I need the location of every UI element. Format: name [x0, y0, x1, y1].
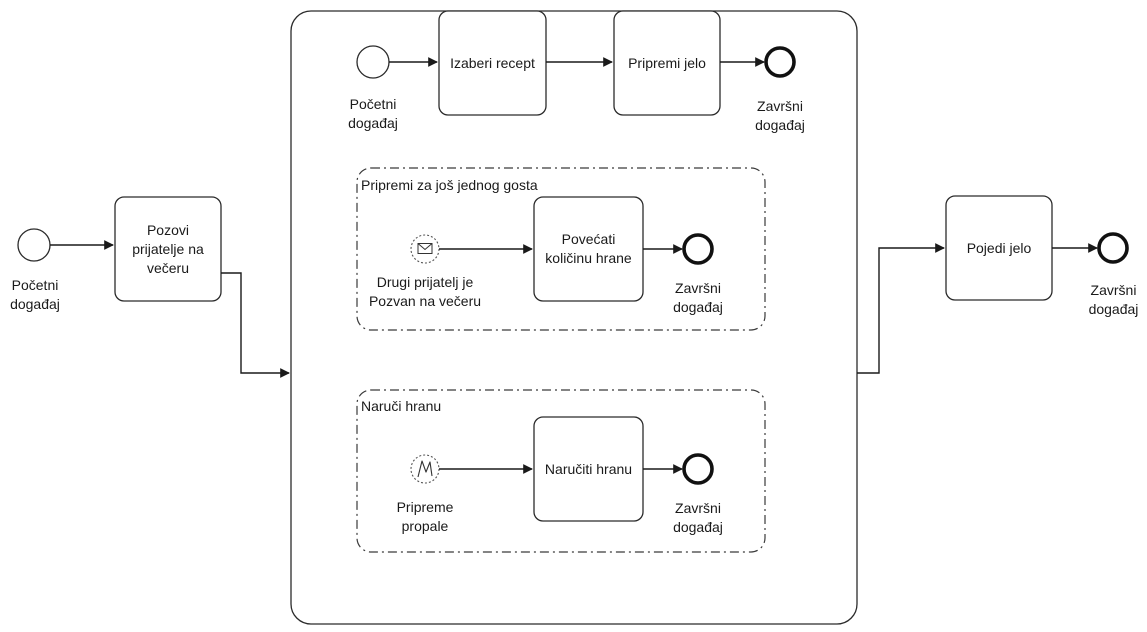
event-subprocess-order[interactable] [356, 389, 766, 553]
task-eat-meal-label: Pojedi jelo [966, 239, 1032, 256]
guest-end-event[interactable] [682, 233, 714, 265]
task-order-food-label: Naručiti hranu [544, 460, 633, 477]
event-subprocess-guest-title: Pripremi za još jednog gosta [361, 177, 538, 193]
order-end-event-label: Završni događaj [673, 500, 723, 535]
subprocess-end-event-label: Završni događaj [755, 98, 805, 133]
guest-end-event-label: Završni događaj [673, 280, 723, 315]
task-prepare-meal[interactable] [613, 10, 721, 116]
task-increase-food-label: Povećati količinu hrane [545, 231, 632, 266]
task-invite-friends-label: Pozovi prijatelje na večeru [132, 221, 204, 276]
main-end-event[interactable] [1097, 232, 1129, 264]
order-end-event[interactable] [682, 453, 714, 485]
subprocess-end-event[interactable] [764, 46, 796, 78]
task-invite-friends[interactable] [114, 196, 222, 302]
error-start-event-label: Pripreme propale [396, 499, 454, 534]
main-end-event-label: Završni događaj [1088, 282, 1139, 317]
task-choose-recipe-label: Izaberi recept [450, 54, 535, 71]
event-subprocess-order-title: Naruči hranu [361, 398, 442, 414]
task-prepare-meal-label: Pripremi jelo [628, 54, 706, 71]
flow-subprocess-to-eat [857, 243, 945, 374]
task-choose-recipe[interactable] [438, 10, 547, 116]
main-start-event-label: Početni događaj [10, 277, 60, 312]
subprocess-start-event[interactable] [356, 45, 390, 79]
envelope-icon [417, 243, 433, 254]
main-start-event[interactable] [17, 228, 51, 262]
message-start-event-label: Drugi prijatelj je Pozvan na večeru [368, 274, 482, 309]
event-subprocess-guest[interactable] [356, 167, 766, 331]
lightning-icon [417, 460, 433, 478]
flow-invite-to-subprocess [221, 272, 290, 378]
subprocess-start-event-label: Početni događaj [348, 96, 398, 131]
